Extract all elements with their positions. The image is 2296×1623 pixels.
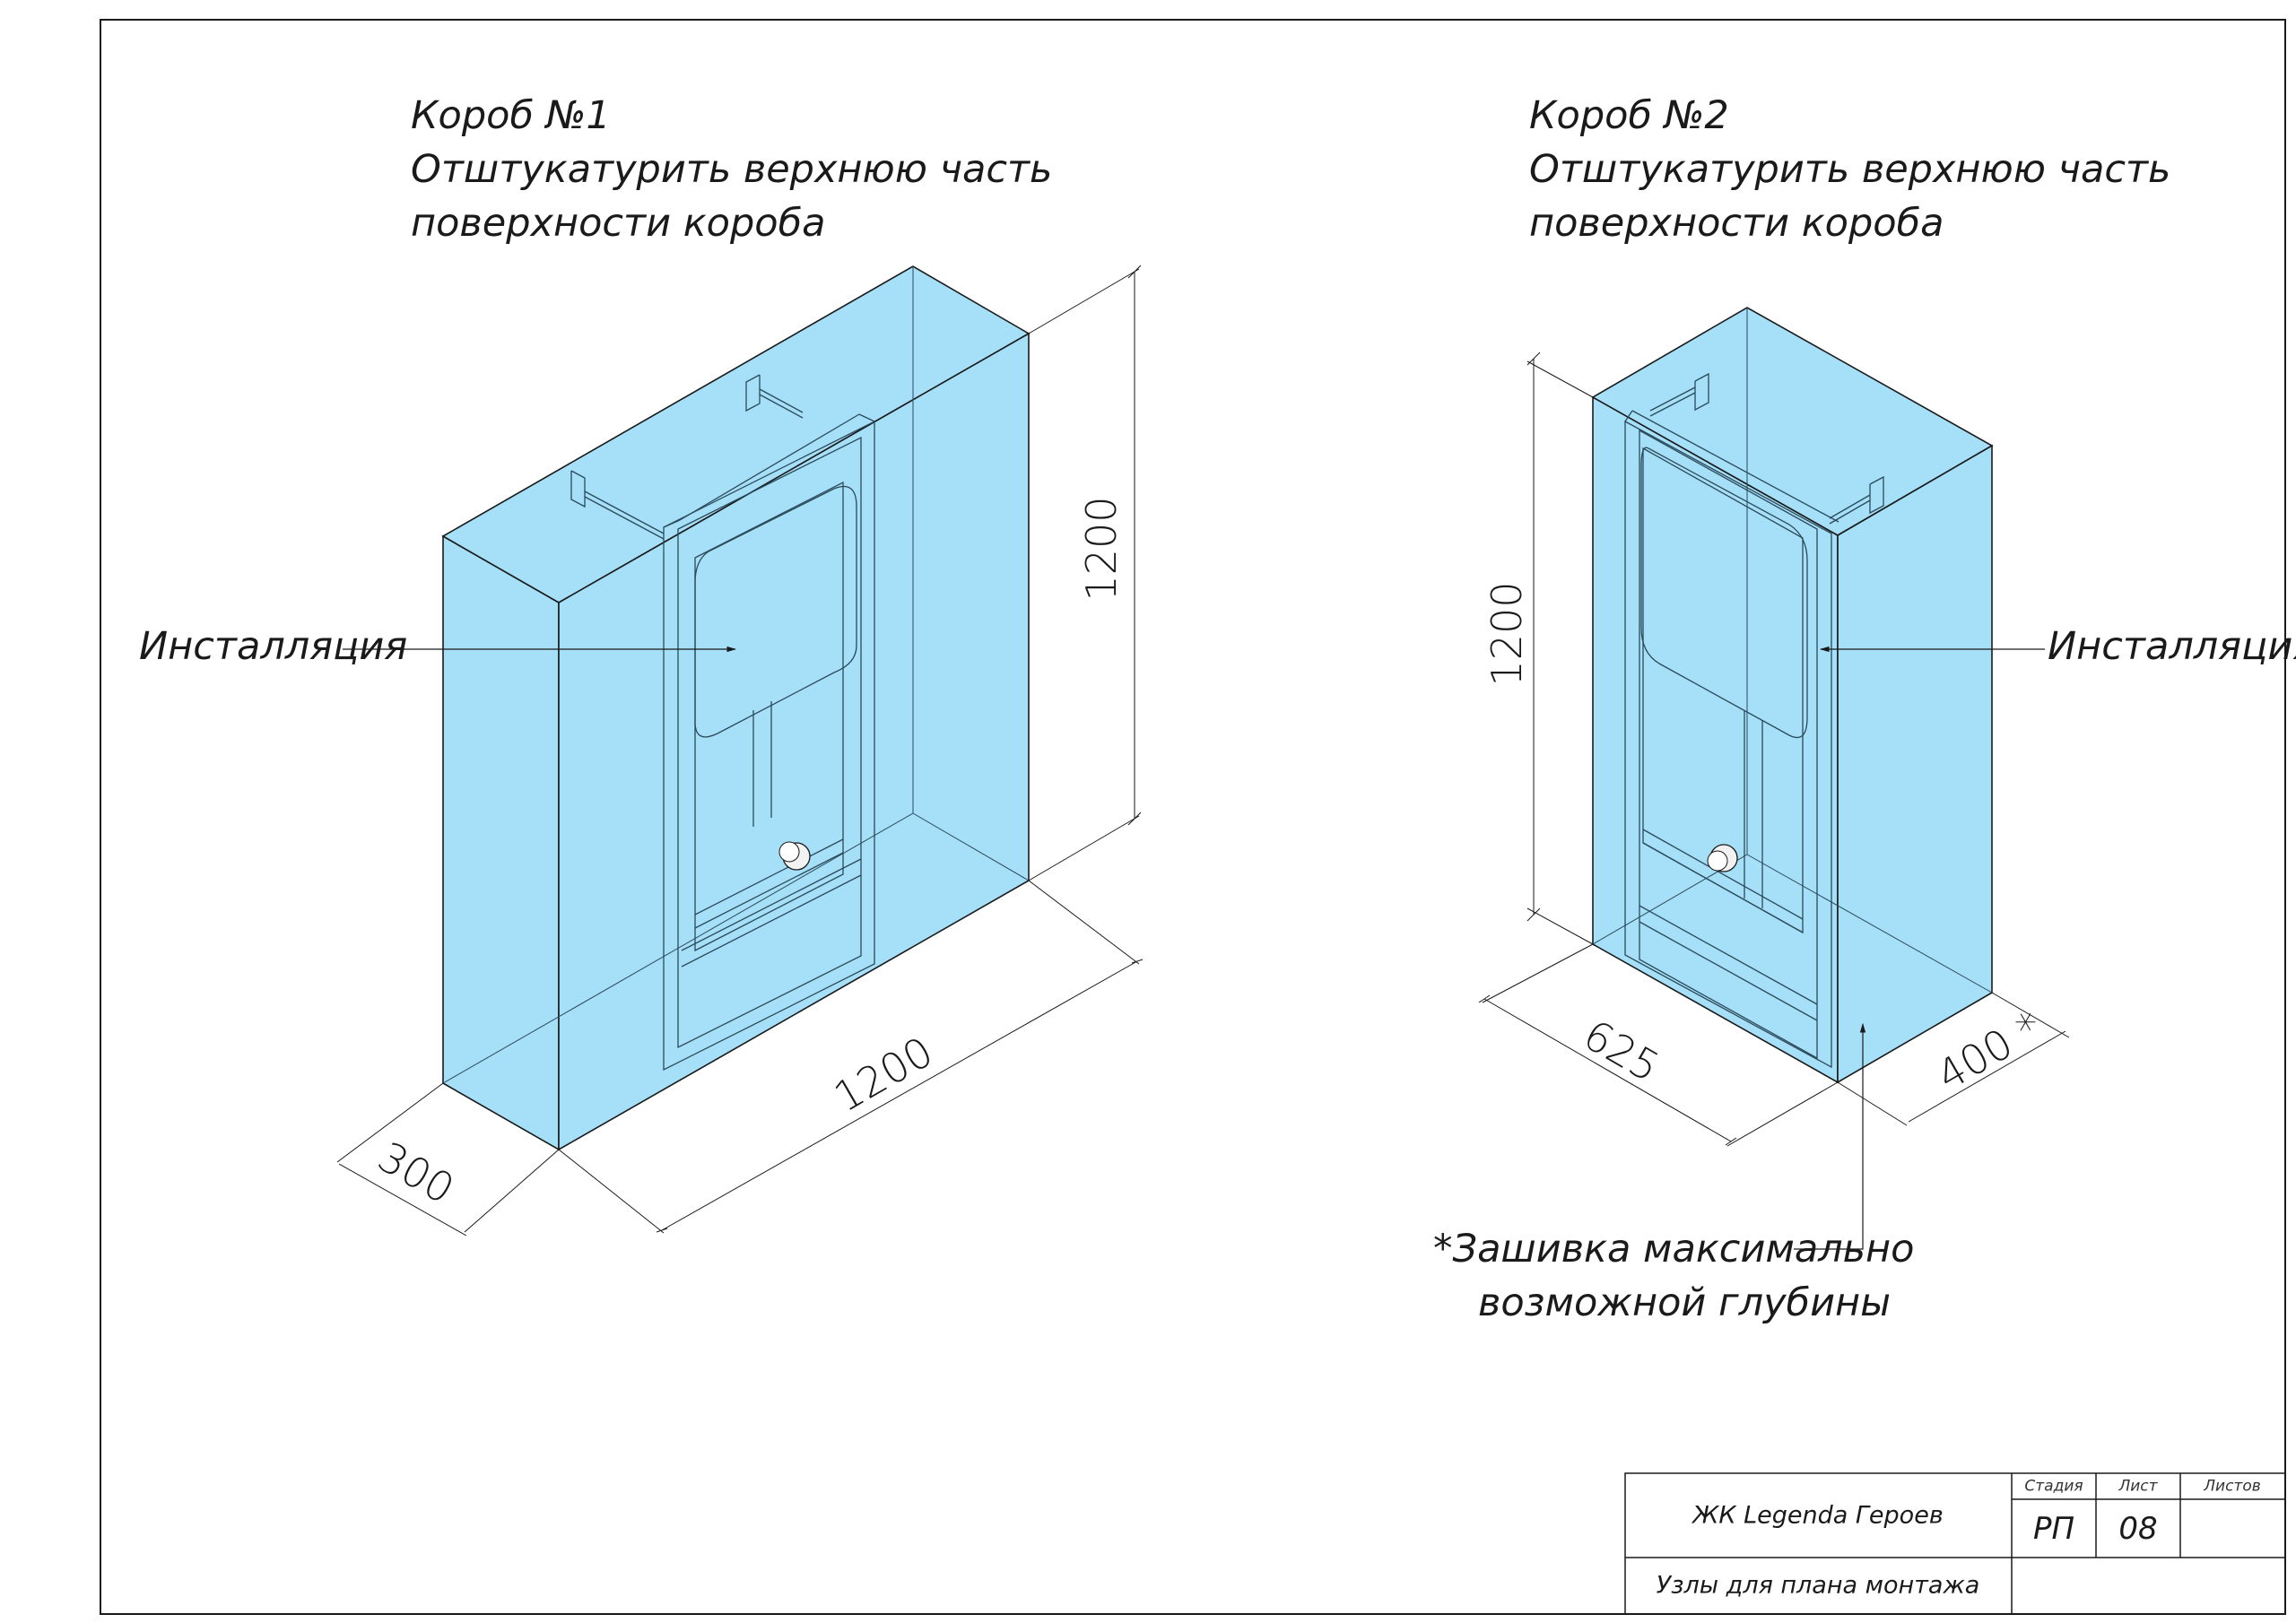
box1-dimensions bbox=[336, 265, 1144, 1237]
box2-drawing bbox=[1478, 307, 2070, 1250]
box1-front-face bbox=[442, 534, 560, 1151]
title-block-sheet-header: Лист bbox=[2118, 1477, 2158, 1496]
title-block-project: ЖК Legenda Героев bbox=[1692, 1501, 1944, 1530]
box2-installation-frame bbox=[1624, 372, 1884, 1069]
sheet-frame bbox=[100, 19, 2286, 1615]
box1-drawing bbox=[336, 265, 1144, 1237]
title-block-stage: РП bbox=[2032, 1511, 2075, 1547]
box2-footnote-line1: *Зашивка максимально bbox=[1433, 1227, 1915, 1271]
box2-footnote-leader bbox=[1794, 1022, 1866, 1250]
title-block-sheet: 08 bbox=[2118, 1511, 2158, 1547]
box2-dimensions bbox=[1478, 352, 2070, 1147]
box1-installation-frame bbox=[570, 374, 875, 1072]
box1-dim-height: 1200 bbox=[1077, 496, 1126, 602]
box2-installation-label: Инсталляция bbox=[2048, 624, 2296, 669]
box1-installation-label: Инсталляция bbox=[139, 624, 408, 669]
box1-title: Короб №1 bbox=[411, 93, 611, 138]
box2-note-line2: поверхности короба bbox=[1529, 201, 1944, 246]
title-block-stage-header: Стадия bbox=[2024, 1477, 2083, 1496]
box1-note-line1: Отштукатурить верхнюю часть bbox=[411, 147, 1053, 192]
box2-side-face bbox=[1837, 444, 1993, 1084]
title-block bbox=[1624, 1472, 2286, 1615]
box2-title: Короб №2 bbox=[1529, 93, 1729, 138]
box2-footnote-line2: возможной глубины bbox=[1478, 1280, 1892, 1325]
title-block-drawing-name: Узлы для плана монтажа bbox=[1656, 1571, 1980, 1600]
box2-dim-height: 1200 bbox=[1483, 581, 1531, 687]
box2-note-line1: Отштукатурить верхнюю часть bbox=[1529, 147, 2171, 192]
title-block-sheets-header: Листов bbox=[2204, 1477, 2261, 1496]
box1-note-line2: поверхности короба bbox=[411, 201, 826, 246]
